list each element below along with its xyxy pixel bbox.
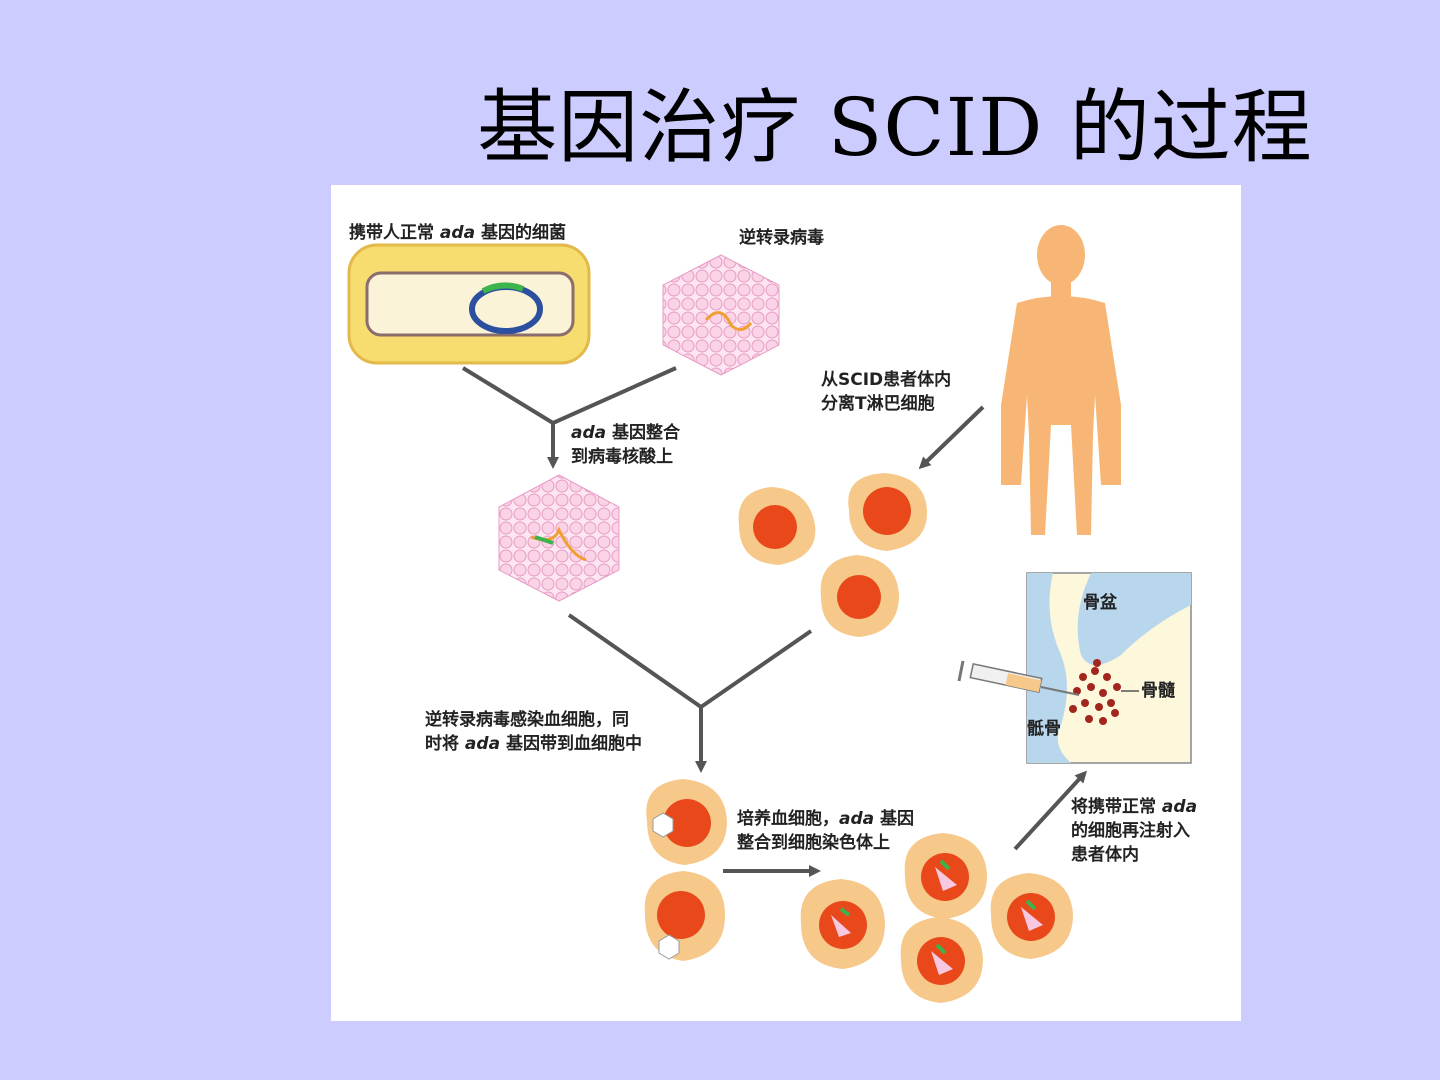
merge-arrow-2 [567,613,813,773]
blood-cell [904,833,987,919]
t-cell [820,555,899,637]
bone-marrow-inset [1026,572,1192,764]
t-cell [738,487,816,565]
label-isolate-line1: 从SCID患者体内 [821,370,952,390]
label-marrow: 骨髓 [1141,681,1175,701]
label-integrate-line2: 到病毒核酸上 [571,447,673,467]
label-reinject-line3: 患者体内 [1071,845,1139,865]
t-lymphocytes [738,473,927,637]
label-infect-line2: 时将 ada 基因带到血细胞中 [425,734,642,754]
isolate-arrow [918,405,985,470]
label-reinject-line2: 的细胞再注射入 [1071,821,1190,841]
ada-gene-segment [481,282,525,294]
label-pelvis: 骨盆 [1083,593,1117,613]
slide-title: 基因治疗 SCID 的过程 [477,81,1313,174]
diagram-graphics [347,225,1192,1003]
blood-cell [646,779,727,865]
label-infect-line1: 逆转录病毒感染血细胞，同 [425,710,629,730]
label-reinject-line1: 将携带正常 ada [1071,797,1198,817]
human-silhouette [1001,225,1121,535]
syringe [957,660,1080,696]
retrovirus-recombinant [498,474,620,602]
blood-cell [990,873,1073,959]
label-culture-line1: 培养血细胞，ada 基因 [737,809,915,829]
marrow-cells [1069,659,1121,725]
infected-blood-cells [644,779,727,961]
blood-cell [800,879,885,969]
retrovirus-top [662,254,780,376]
blood-cell [644,871,725,961]
t-cell [848,473,927,551]
reinject-arrow [1013,770,1088,851]
modified-blood-cells [800,833,1073,1003]
label-culture-line2: 整合到细胞染色体上 [737,833,890,853]
label-bacteria: 携带人正常 ada 基因的细菌 [349,223,566,243]
gene-therapy-diagram: 携带人正常 ada 基因的细菌 逆转录病毒 从SCID患者体内 分离T淋巴细胞 … [331,185,1241,1021]
label-isolate-line2: 分离T淋巴细胞 [821,394,935,414]
blood-cell [900,917,983,1003]
label-sacrum: 骶骨 [1027,719,1061,739]
label-retrovirus: 逆转录病毒 [739,228,824,248]
label-integrate-line1: ada 基因整合 [571,423,681,443]
bacteria-cell [347,243,591,365]
merge-arrow-1 [461,366,677,469]
